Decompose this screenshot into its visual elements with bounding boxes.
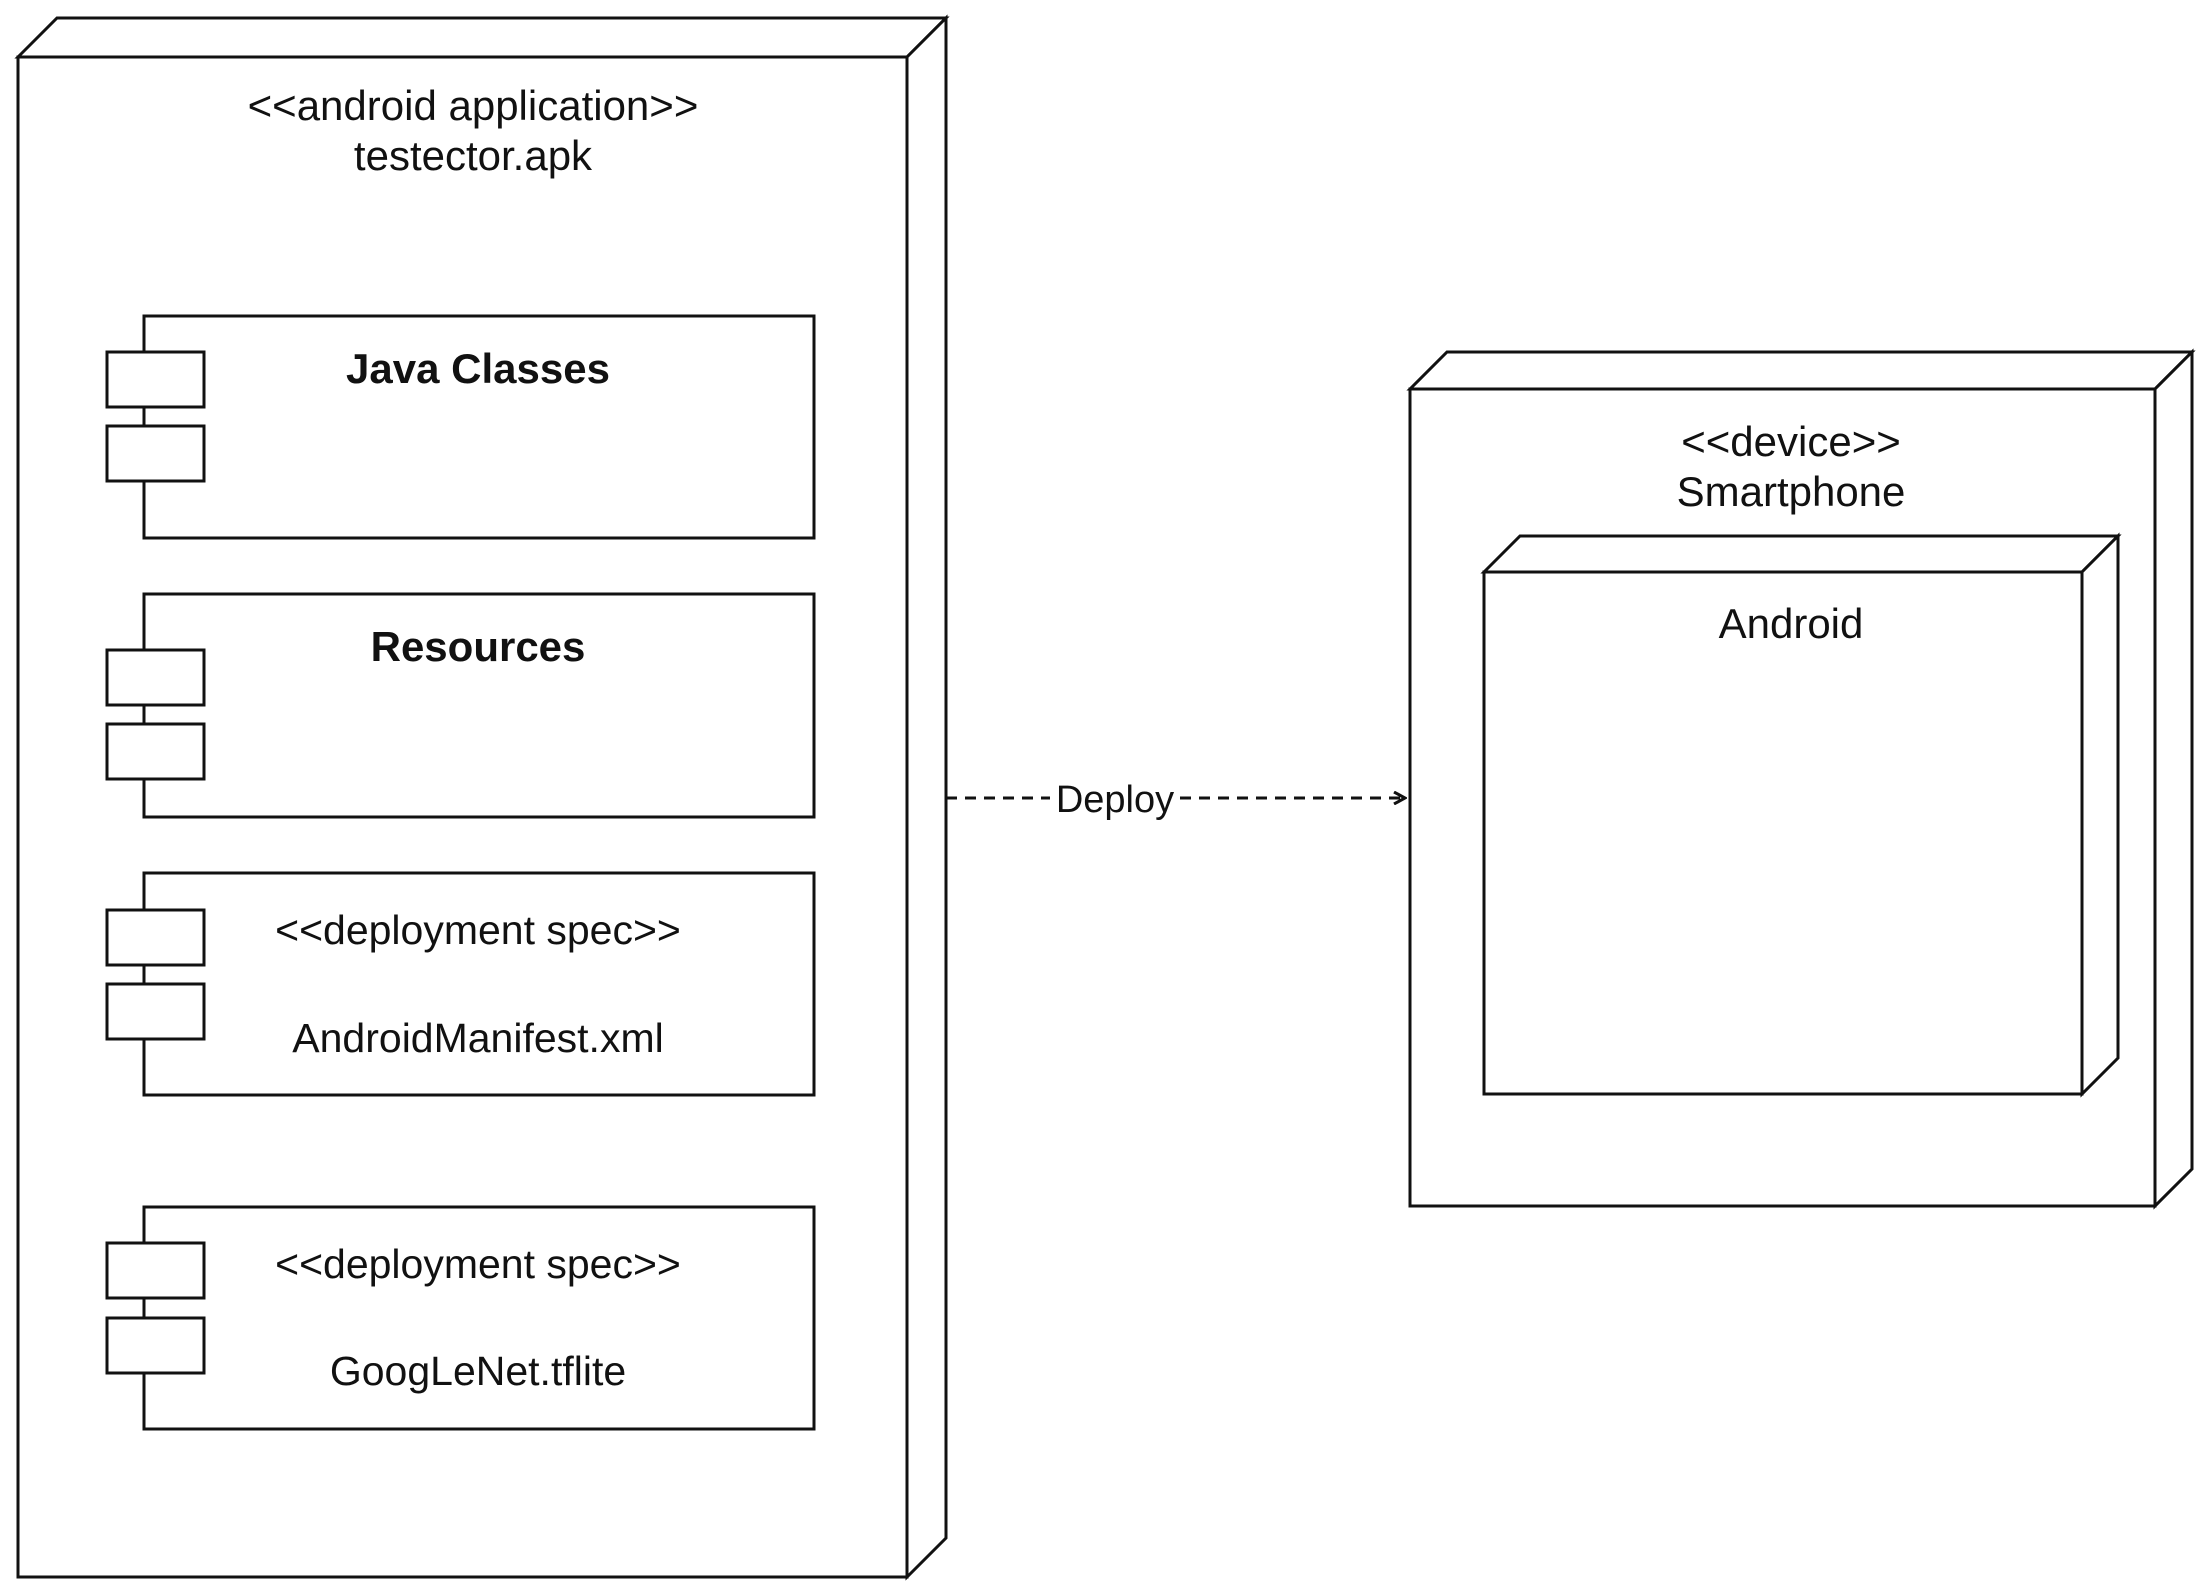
- application-node-stereotype: <<android application>>: [248, 82, 699, 129]
- device-node-top-face: [1406, 350, 2196, 391]
- component-port-bottom-icon: [105, 424, 206, 483]
- component-stereotype: <<deployment spec>>: [275, 907, 681, 953]
- component-stereotype: <<deployment spec>>: [275, 1241, 681, 1287]
- application-node-side-face: [905, 14, 948, 1581]
- component-name: GoogLeNet.tflite: [330, 1348, 626, 1394]
- deploy-edge[interactable]: Deploy: [946, 779, 1404, 821]
- component-port-top-icon: [105, 648, 206, 707]
- component-body: [142, 1205, 816, 1431]
- component-port-bottom-icon: [105, 1316, 206, 1375]
- android-node-name: Android: [1719, 600, 1864, 647]
- component-android-manifest[interactable]: <<deployment spec>> AndroidManifest.xml: [105, 871, 816, 1097]
- android-node-side-face: [2080, 532, 2120, 1098]
- device-node-side-face: [2153, 348, 2194, 1210]
- deploy-edge-label: Deploy: [1056, 779, 1174, 821]
- device-node-stereotype: <<device>>: [1681, 418, 1901, 465]
- component-port-top-icon: [105, 350, 206, 409]
- application-node-top-face: [14, 16, 950, 59]
- component-name: AndroidManifest.xml: [292, 1015, 663, 1061]
- component-port-bottom-icon: [105, 722, 206, 781]
- component-name: Resources: [371, 623, 586, 670]
- component-body: [142, 592, 816, 819]
- application-node-name: testector.apk: [354, 132, 593, 179]
- android-node-front-face: [1482, 570, 2084, 1096]
- component-resources[interactable]: Resources: [105, 592, 816, 819]
- component-port-top-icon: [105, 1241, 206, 1300]
- component-port-top-icon: [105, 908, 206, 967]
- android-node[interactable]: Android: [1480, 532, 2122, 1098]
- android-node-top-face: [1480, 534, 2122, 574]
- component-java-classes[interactable]: Java Classes: [105, 314, 816, 540]
- component-body: [142, 314, 816, 540]
- device-node-name: Smartphone: [1677, 468, 1906, 515]
- component-body: [142, 871, 816, 1097]
- component-googlenet-tflite[interactable]: <<deployment spec>> GoogLeNet.tflite: [105, 1205, 816, 1431]
- component-port-bottom-icon: [105, 982, 206, 1041]
- component-name: Java Classes: [346, 345, 610, 392]
